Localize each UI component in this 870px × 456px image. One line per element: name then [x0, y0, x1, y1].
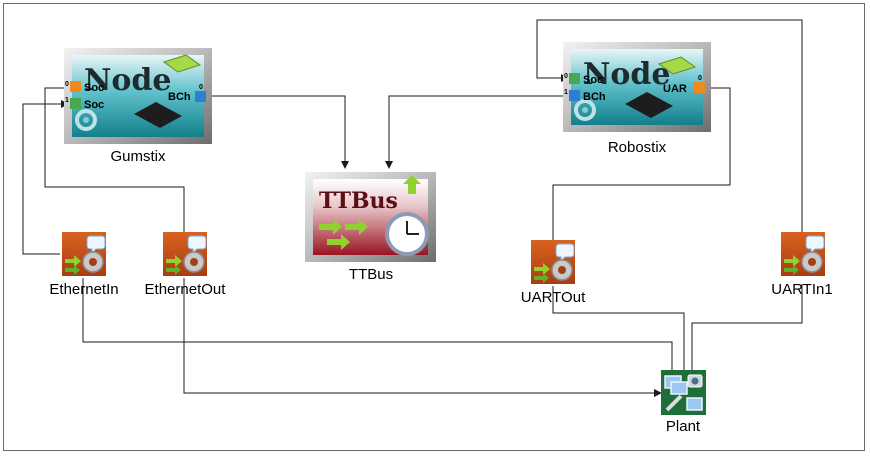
wire-gumstix-to-ethernetout: [44, 87, 185, 232]
port-icon[interactable]: [70, 98, 81, 109]
node-title-art: Node: [84, 63, 172, 98]
port-number: 1: [564, 89, 568, 96]
ttbus-label: TTBus: [348, 266, 394, 283]
network-gear-icon: [780, 231, 826, 277]
uartin1-block[interactable]: [780, 231, 826, 277]
port-label-gumstix-out: BCh: [168, 91, 191, 103]
uartout-label: UARTOut: [520, 289, 586, 306]
port-icon[interactable]: [694, 82, 705, 93]
gear-icon: [75, 109, 97, 131]
diagram-frame: [3, 3, 865, 451]
plant-label: Plant: [665, 418, 701, 435]
circuit-board-icon: [657, 56, 697, 75]
ethernetout-label: EthernetOut: [144, 281, 226, 298]
clock-icon: [385, 212, 429, 256]
chip-icon: [625, 92, 673, 118]
port-icon[interactable]: [569, 73, 580, 84]
port-icon[interactable]: [70, 81, 81, 92]
port-icon[interactable]: [569, 90, 580, 101]
up-arrow-icon: [403, 175, 421, 194]
gumstix-label: Gumstix: [110, 148, 166, 165]
wrench-icon: [665, 394, 683, 412]
wire-robostix-to-uartout: [552, 87, 731, 240]
wire-gumstix-bch-to-ttbus: [197, 92, 349, 169]
right-arrow-icon: [345, 219, 368, 235]
wire-ethernetout-to-plant: [183, 278, 662, 397]
port-label-robostix-out: UAR: [663, 83, 687, 95]
ttbus-block[interactable]: TTBus: [305, 172, 436, 262]
robostix-label: Robostix: [607, 139, 667, 156]
screen-icon: [686, 397, 703, 411]
gumstix-block[interactable]: Node 0 Soc 1 Soc BCh 0: [64, 48, 212, 144]
node-title-art: Node: [583, 57, 671, 92]
port-icon[interactable]: [195, 91, 206, 102]
port-label-gumstix-in-top: Soc: [84, 82, 104, 94]
ethernetin-label: EthernetIn: [49, 281, 119, 298]
wire-plant-to-uartin1: [691, 284, 803, 370]
right-arrow-icon: [319, 219, 342, 235]
chip-icon: [134, 102, 182, 128]
right-arrow-icon: [327, 234, 350, 250]
wire-uartin1-to-robostix: [536, 19, 803, 232]
monitor-icon: [670, 381, 688, 395]
wires: [22, 19, 803, 397]
network-gear-icon: [61, 231, 107, 277]
port-label-gumstix-in-bottom: Soc: [84, 99, 104, 111]
network-gear-icon: [162, 231, 208, 277]
ttbus-title-art: TTBus: [319, 188, 398, 214]
port-number: 0: [564, 73, 568, 80]
robostix-block[interactable]: Node 0 Soc 1 BCh UAR 0: [563, 42, 711, 132]
wire-robostix-bch-to-ttbus: [385, 92, 573, 169]
ethernetin-block[interactable]: [61, 231, 107, 277]
port-label-robostix-in-bottom: BCh: [583, 91, 606, 103]
ethernetout-block[interactable]: [162, 231, 208, 277]
port-number: 1: [65, 97, 69, 104]
port-number: 0: [698, 75, 702, 82]
port-label-robostix-in-top: Soc: [583, 74, 603, 86]
uartout-block[interactable]: [530, 239, 576, 285]
port-number: 0: [199, 84, 203, 91]
port-number: 0: [65, 81, 69, 88]
plant-block[interactable]: [661, 370, 706, 415]
circuit-board-icon: [162, 54, 202, 73]
wire-plant-to-ethernetin: [82, 278, 673, 370]
gear-icon: [574, 99, 596, 121]
network-gear-icon: [530, 239, 576, 285]
wire-uartout-to-plant: [552, 286, 685, 370]
uartin1-label: UARTIn1: [771, 281, 833, 298]
